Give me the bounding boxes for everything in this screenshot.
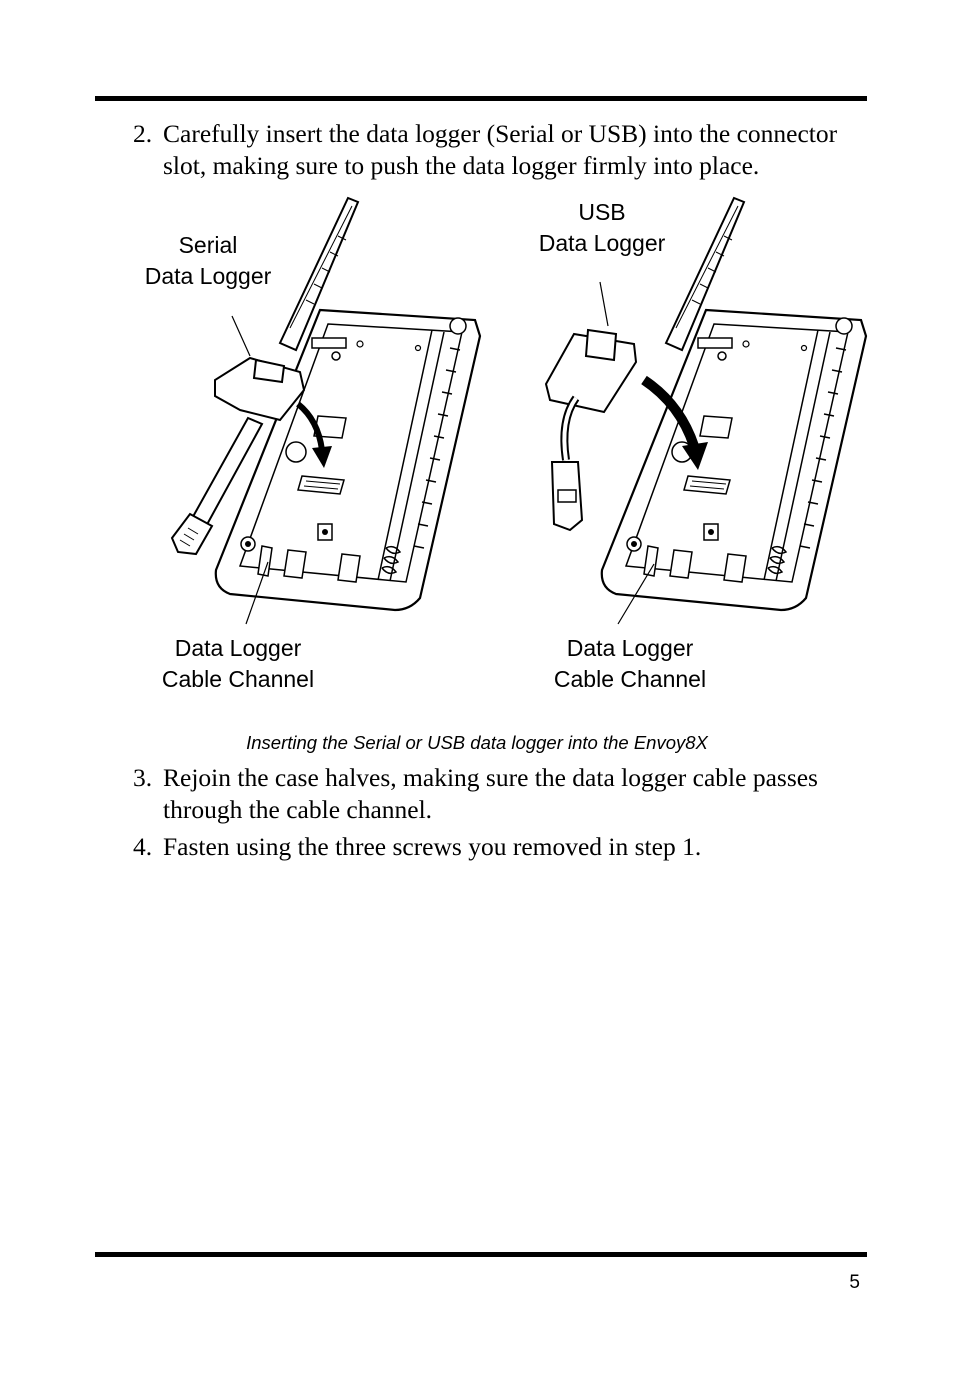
data-logger-insertion-illustration (170, 196, 868, 625)
step-text: Fasten using the three screws you remove… (163, 832, 702, 861)
step-number: 2. (133, 119, 153, 148)
leader-line-usb (599, 281, 609, 327)
serial-data-logger (170, 356, 306, 556)
label-cable-channel-left: Data Logger Cable Channel (161, 635, 315, 692)
label-serial-data-logger: Serial Data Logger (144, 232, 272, 289)
leader-line-channel-left (245, 561, 269, 625)
insert-arrow-left (296, 401, 325, 451)
figure-caption: Inserting the Serial or USB data logger … (246, 732, 708, 753)
step-number: 3. (133, 763, 153, 792)
step-text: Carefully insert the data logger (Serial… (163, 119, 838, 180)
header-rule (95, 96, 867, 101)
footer-rule (95, 1252, 867, 1257)
step-3: 3. Rejoin the case halves, making sure t… (133, 762, 873, 826)
envoy8x-case-right (600, 196, 868, 612)
page-number: 5 (849, 1272, 860, 1293)
step-number: 4. (133, 832, 153, 861)
usb-data-logger (544, 328, 638, 532)
insert-arrow-right (641, 375, 699, 448)
step-4: 4. Fasten using the three screws you rem… (133, 831, 873, 863)
step-2: 2. Carefully insert the data logger (Ser… (133, 118, 873, 182)
step-text: Rejoin the case halves, making sure the … (163, 763, 818, 824)
label-usb-data-logger: USB Data Logger (538, 199, 666, 256)
label-cable-channel-right: Data Logger Cable Channel (553, 635, 707, 692)
leader-line-channel-right (617, 563, 655, 625)
leader-line-serial (231, 315, 251, 357)
